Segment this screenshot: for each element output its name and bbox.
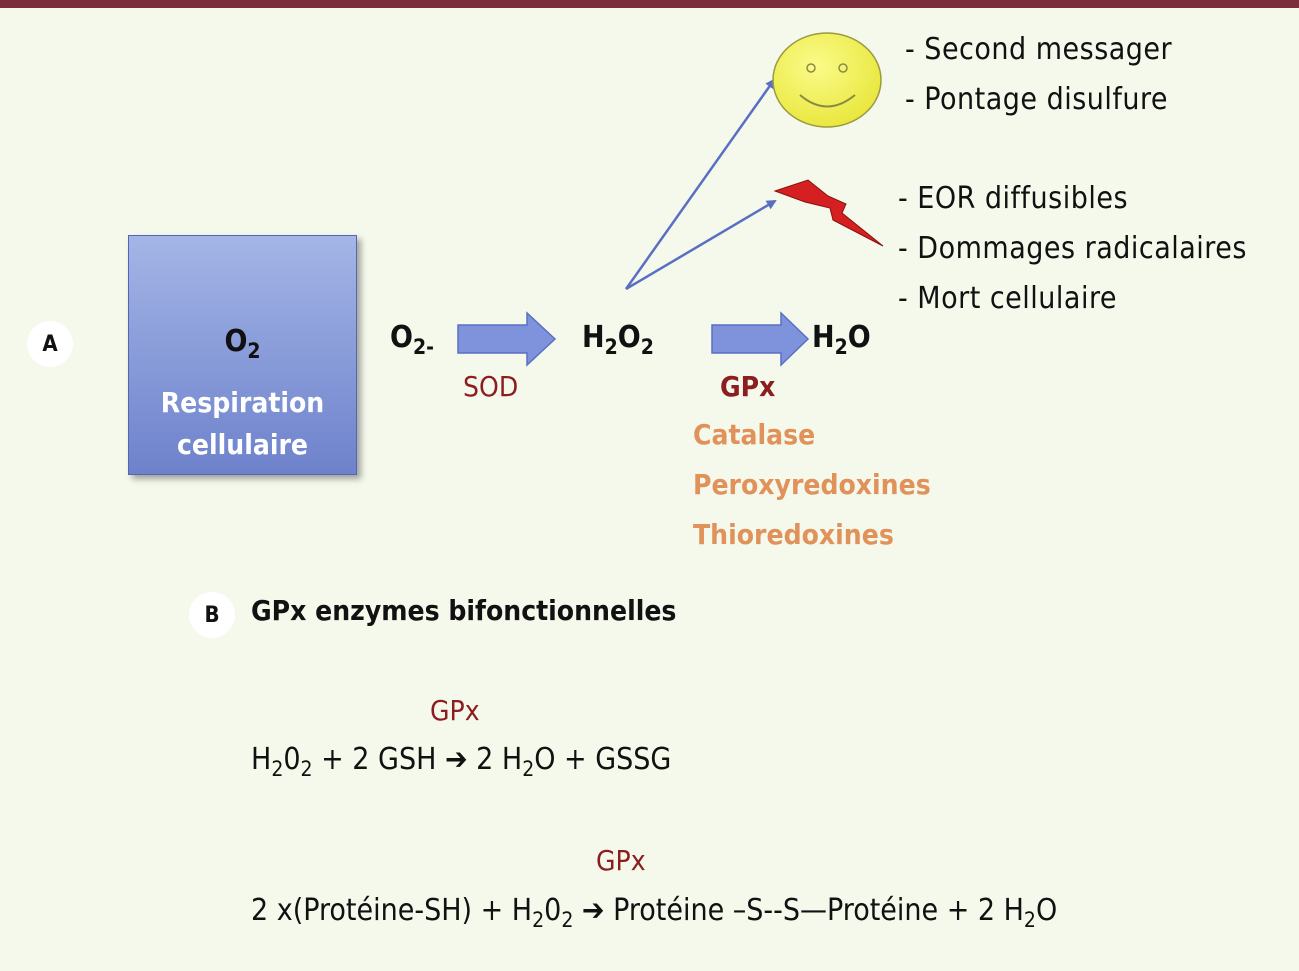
box-label-line2: cellulaire — [177, 428, 308, 461]
equation1-enzyme: GPx — [430, 694, 480, 727]
arrow-to-smiley — [624, 78, 776, 290]
harmful-effect-2: - Dommages radicalaires — [898, 231, 1247, 266]
panel-a-badge: A — [27, 321, 73, 367]
enzyme-catalase: Catalase — [693, 418, 816, 451]
harmful-effect-1: - EOR diffusibles — [898, 181, 1129, 216]
equation2-enzyme: GPx — [596, 844, 646, 877]
h2o-formula: H2O — [812, 320, 871, 360]
h2o2-formula: H2O2 — [582, 320, 654, 360]
reaction-arrow-2: ➔ — [581, 893, 605, 928]
equation-1: H202 + 2 GSH ➔ 2 H2O + GSSG — [251, 742, 672, 782]
panel-b-badge: B — [189, 592, 235, 638]
gpx-arrow — [711, 311, 810, 367]
box-label: Respiration cellulaire — [129, 382, 356, 466]
equation-2: 2 x(Protéine-SH) + H202 ➔ Protéine –S--S… — [251, 893, 1058, 933]
gpx-label: GPx — [720, 370, 776, 403]
arrow-to-lightning — [625, 199, 777, 291]
smiley-icon — [772, 32, 882, 128]
harmful-effect-3: - Mort cellulaire — [898, 281, 1117, 316]
beneficial-effect-2: - Pontage disulfure — [905, 82, 1169, 117]
enzyme-thioredoxines: Thioredoxines — [693, 518, 894, 551]
enzyme-peroxyredoxines: Peroxyredoxines — [693, 468, 931, 501]
top-border — [0, 0, 1299, 8]
sod-arrow — [457, 311, 557, 367]
beneficial-effect-1: - Second messager — [905, 32, 1173, 67]
sod-label: SOD — [463, 370, 519, 403]
lightning-icon — [773, 179, 884, 247]
panel-b-title: GPx enzymes bifonctionnelles — [251, 594, 677, 627]
box-oxygen-formula: O2 — [224, 324, 261, 364]
superoxide-formula: O2- — [390, 320, 434, 360]
box-label-line1: Respiration — [160, 386, 325, 419]
cellular-respiration-box: O2 Respiration cellulaire — [128, 235, 357, 475]
reaction-arrow-1: ➔ — [444, 742, 468, 777]
